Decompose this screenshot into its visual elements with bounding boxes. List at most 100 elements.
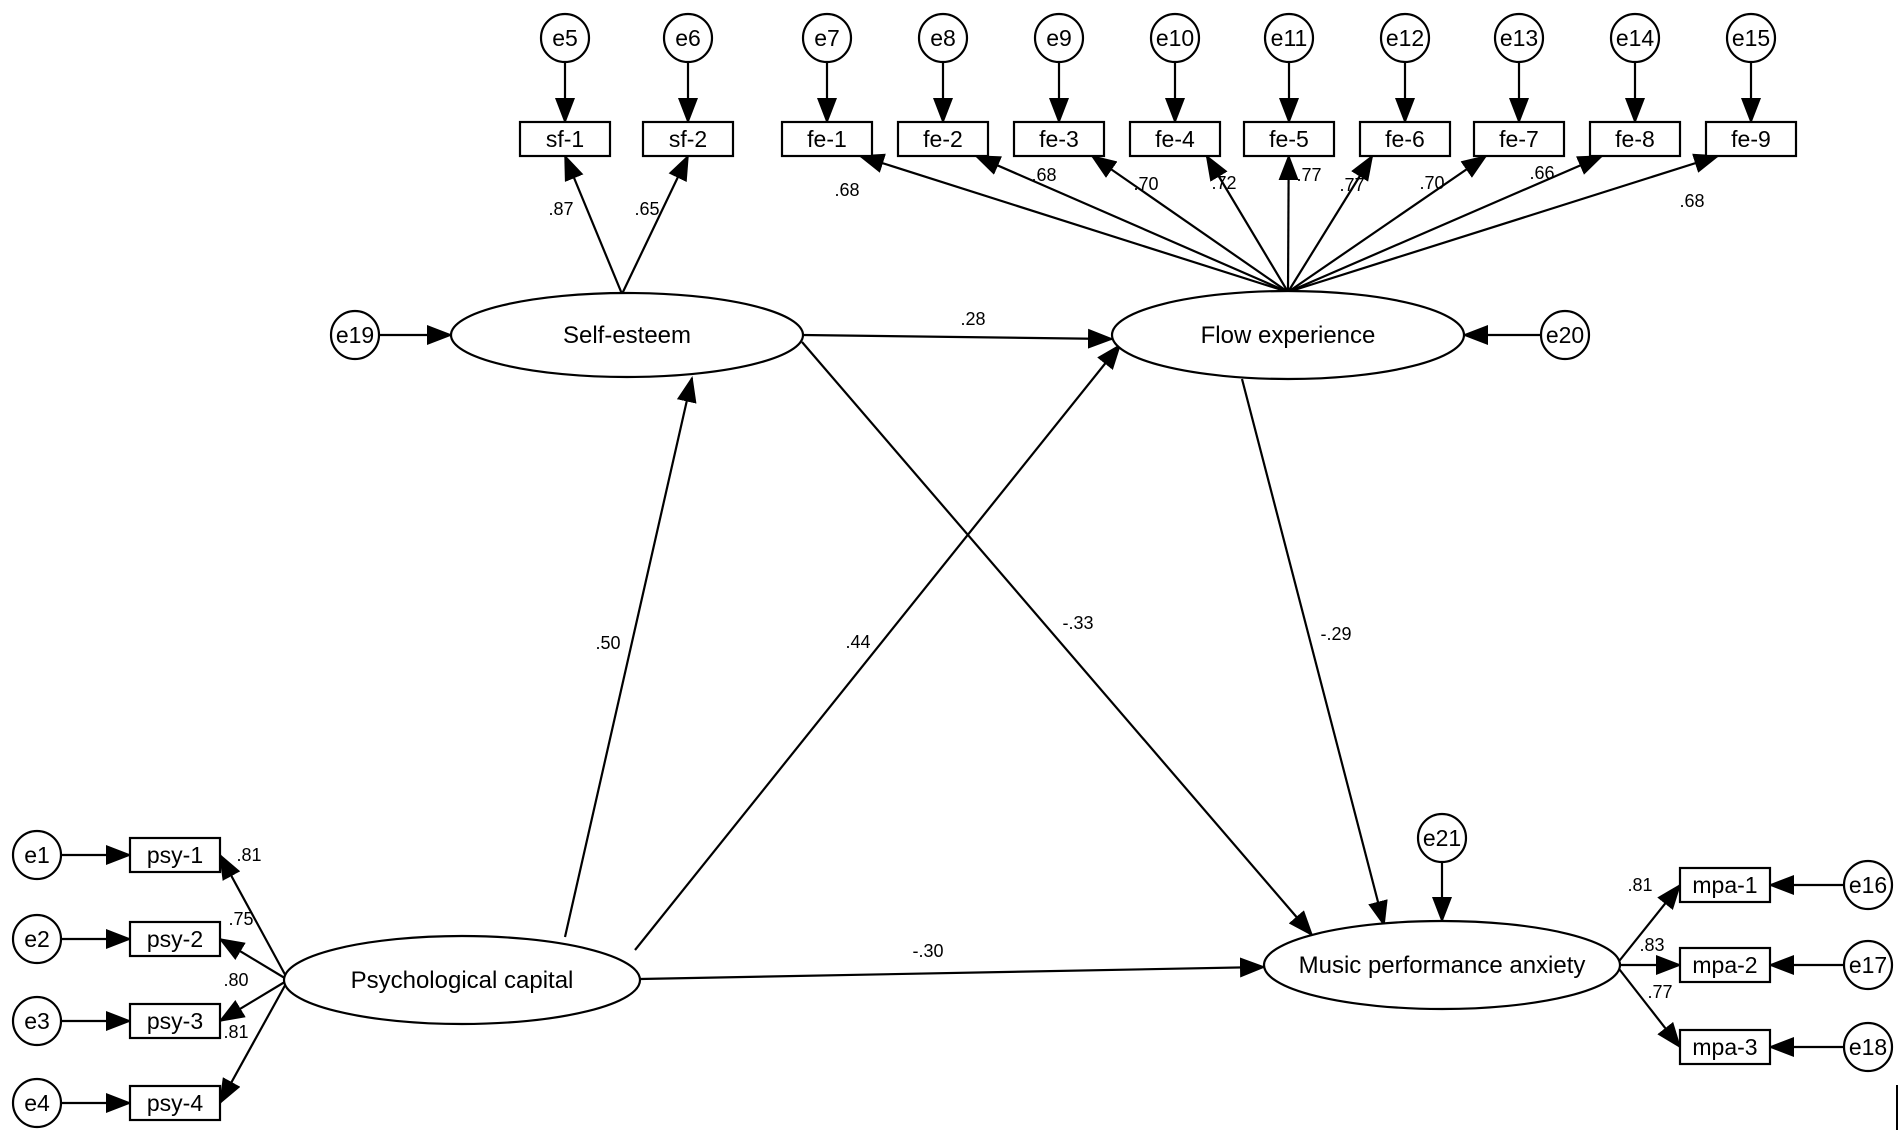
loading-arrow-psy2 [218, 937, 289, 981]
indicator-psy1-label: psy-1 [147, 842, 203, 868]
error-e21-label: e21 [1423, 825, 1461, 851]
error-e16: e16 [1842, 859, 1894, 911]
loading-arrow-fe2 [974, 154, 1289, 294]
loading-arrow-fe4 [1205, 154, 1289, 293]
indicator-psy2: psy-2 [128, 920, 222, 958]
indicator-psy2-label: psy-2 [147, 926, 203, 952]
indicator-fe4-label: fe-4 [1155, 126, 1195, 152]
latent-mpa: Music performance anxiety [1262, 919, 1622, 1011]
path-label-selfesteem-mpa: -.33 [1062, 613, 1093, 633]
error-e2: e2 [11, 913, 63, 965]
latent-selfesteem: Self-esteem [449, 291, 805, 379]
error-e12-circle [1379, 12, 1431, 64]
error-e12: e12 [1379, 12, 1431, 64]
latent-flow-shape [1110, 289, 1466, 381]
path-arrow-selfesteem-to-flow [802, 328, 1114, 349]
error-e1-circle [11, 829, 63, 881]
path-arrow-selfesteem-to-mpa [801, 341, 1314, 937]
indicator-psy1-box [128, 836, 222, 874]
error-e18-label: e18 [1849, 1034, 1887, 1060]
path-arrow-psycap-to-mpa [639, 957, 1266, 981]
indicator-fe6-box [1358, 120, 1452, 158]
error-e15-circle [1725, 12, 1777, 64]
error-e11-label: e11 [1271, 25, 1308, 51]
error-e8-label: e8 [930, 25, 956, 51]
error-e4-label: e4 [24, 1090, 50, 1116]
loading-label-fe4: .72 [1211, 173, 1236, 193]
path-label-psycap-flow: .44 [845, 632, 870, 652]
error-e14-label: e14 [1616, 25, 1655, 51]
indicator-sf2-box [641, 120, 735, 158]
indicator-psy3-label: psy-3 [147, 1008, 203, 1034]
error-e5-circle [539, 12, 591, 64]
loading-arrow-psy4 [219, 979, 289, 1105]
latent-selfesteem-label: Self-esteem [563, 322, 691, 349]
error-e4-circle [11, 1077, 63, 1129]
indicator-psy3: psy-3 [128, 1002, 222, 1040]
loading-arrow-mpa3 [1615, 964, 1682, 1049]
indicator-fe4-box [1128, 120, 1222, 158]
path-label-selfesteem-flow: .28 [960, 309, 985, 329]
error-e18: e18 [1842, 1021, 1894, 1073]
indicator-fe8: fe-8 [1588, 120, 1682, 158]
path-arrow-psycap-to-selfesteem [563, 376, 697, 938]
loading-arrow-fe9 [1287, 153, 1720, 294]
edges-layer [61, 62, 1844, 1113]
path-arrow-psycap-to-flow [634, 343, 1122, 951]
coefficients-layer: .81.75.80.81.87.65.68.68.70.72.77.77.70.… [223, 163, 1704, 1042]
loading-label-psy1: .81 [236, 845, 261, 865]
error-e4: e4 [11, 1077, 63, 1129]
loading-label-fe1: .68 [834, 180, 859, 200]
loading-label-fe7: .70 [1419, 173, 1444, 193]
error-e11: e11 [1263, 12, 1315, 64]
indicator-fe7: fe-7 [1472, 120, 1566, 158]
indicator-fe9: fe-9 [1704, 120, 1798, 158]
path-label-psycap-mpa: -.30 [912, 941, 943, 961]
error-e7-circle [801, 12, 853, 64]
indicator-psy3-box [128, 1002, 222, 1040]
error-e17-label: e17 [1849, 952, 1887, 978]
error-e6: e6 [662, 12, 714, 64]
path-label-psycap-selfesteem: .50 [595, 633, 620, 653]
error-e7-label: e7 [814, 25, 840, 51]
error-e7: e7 [801, 12, 853, 64]
latent-flow-label: Flow experience [1201, 322, 1376, 349]
error-e16-label: e16 [1849, 872, 1887, 898]
indicator-sf2: sf-2 [641, 120, 735, 158]
path-label-flow-mpa: -.29 [1320, 624, 1351, 644]
error-e15: e15 [1725, 12, 1777, 64]
indicator-fe2: fe-2 [896, 120, 990, 158]
indicator-mpa1: mpa-1 [1678, 866, 1772, 904]
error-e9: e9 [1033, 12, 1085, 64]
error-e20: e20 [1539, 309, 1591, 361]
loading-label-fe9: .68 [1679, 191, 1704, 211]
error-e2-label: e2 [24, 926, 50, 952]
indicator-mpa2: mpa-2 [1678, 946, 1772, 984]
latent-psycap: Psychological capital [282, 934, 642, 1026]
indicator-psy4-box [128, 1084, 222, 1122]
error-e9-circle [1033, 12, 1085, 64]
nodes-layer: Psychological capital Self-esteem Flow exp… [11, 12, 1894, 1129]
loading-arrow-mpa1 [1615, 883, 1682, 966]
indicator-fe1-label: fe-1 [807, 126, 847, 152]
path-arrow-flow-to-mpa [1240, 378, 1388, 927]
error-e10: e10 [1149, 12, 1201, 64]
error-e6-label: e6 [675, 25, 701, 51]
loading-label-fe2: .68 [1031, 165, 1056, 185]
error-e9-label: e9 [1046, 25, 1072, 51]
latent-psycap-label: Psychological capital [351, 967, 574, 994]
error-e17-circle [1842, 939, 1894, 991]
indicator-fe6: fe-6 [1358, 120, 1452, 158]
indicator-mpa2-box [1678, 946, 1772, 984]
loading-label-sf1: .87 [548, 199, 573, 219]
error-e10-circle [1149, 12, 1201, 64]
indicator-fe1-box [780, 120, 874, 158]
indicator-mpa3-box [1678, 1028, 1772, 1066]
error-e15-label: e15 [1732, 25, 1770, 51]
error-e5-label: e5 [552, 25, 578, 51]
latent-psycap-shape [282, 934, 642, 1026]
indicator-fe8-box [1588, 120, 1682, 158]
error-e5: e5 [539, 12, 591, 64]
indicator-sf2-label: sf-2 [669, 126, 707, 152]
